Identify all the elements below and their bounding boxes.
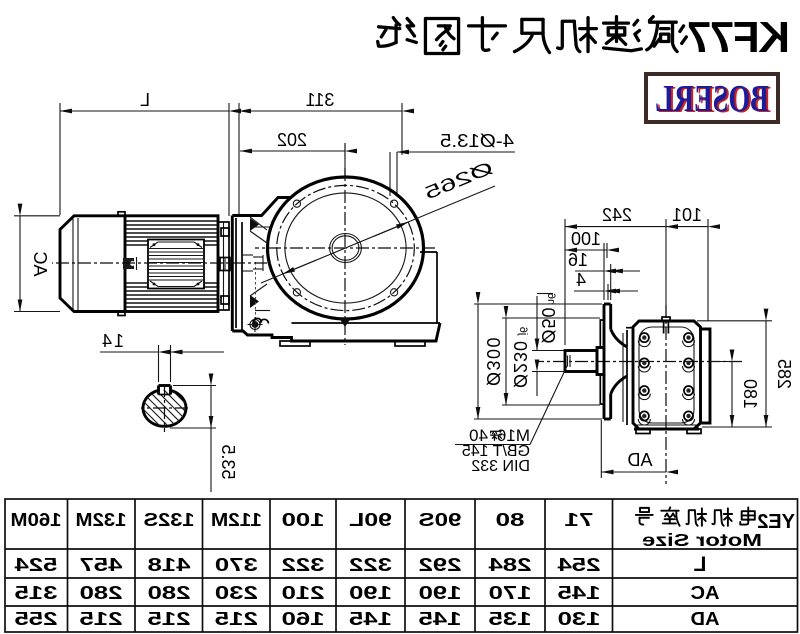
svg-text:40: 40 xyxy=(469,426,488,445)
svg-text:Ø50: Ø50 xyxy=(538,306,558,343)
svg-text:190: 190 xyxy=(349,583,392,603)
svg-text:80: 80 xyxy=(496,510,525,530)
svg-text:GB/T 145: GB/T 145 xyxy=(462,443,530,460)
svg-text:292: 292 xyxy=(419,555,462,575)
svg-text:KF77: KF77 xyxy=(688,13,790,62)
svg-text:180: 180 xyxy=(740,379,760,409)
svg-text:132M: 132M xyxy=(76,510,127,530)
svg-text:145: 145 xyxy=(419,609,462,629)
svg-text:90L: 90L xyxy=(349,510,392,530)
svg-text:j6: j6 xyxy=(517,327,529,337)
svg-text:BOSERL: BOSERL xyxy=(655,78,769,120)
svg-text:Motor Size: Motor Size xyxy=(642,530,762,550)
svg-text:AD: AD xyxy=(627,450,652,470)
svg-text:112M: 112M xyxy=(211,510,262,530)
svg-text:322: 322 xyxy=(282,555,325,575)
svg-text:M16: M16 xyxy=(497,426,530,445)
svg-text:160M: 160M xyxy=(11,510,62,530)
svg-text:160: 160 xyxy=(282,609,325,629)
svg-text:130: 130 xyxy=(558,609,601,629)
svg-text:L: L xyxy=(693,553,706,576)
svg-text:311: 311 xyxy=(306,90,335,110)
svg-text:145: 145 xyxy=(349,609,392,629)
svg-text:90S: 90S xyxy=(419,510,462,530)
svg-text:315: 315 xyxy=(15,583,58,603)
svg-text:BOSERL: BOSERL xyxy=(657,79,771,121)
svg-text:DIN 332: DIN 332 xyxy=(471,458,530,475)
svg-text:14: 14 xyxy=(100,331,124,351)
svg-text:AD: AD xyxy=(691,609,720,629)
svg-text:190: 190 xyxy=(419,583,462,603)
svg-text:280: 280 xyxy=(80,583,123,603)
svg-text:170: 170 xyxy=(489,583,532,603)
svg-text:215: 215 xyxy=(148,609,191,629)
svg-text:100: 100 xyxy=(571,229,601,249)
svg-text:71: 71 xyxy=(565,510,594,530)
svg-text:100: 100 xyxy=(282,510,325,530)
svg-text:L: L xyxy=(140,90,150,110)
svg-text:Ø300: Ø300 xyxy=(483,336,503,386)
svg-text:322: 322 xyxy=(349,555,392,575)
svg-text:16: 16 xyxy=(568,250,588,270)
svg-text:242: 242 xyxy=(602,205,632,225)
svg-text:YE2: YE2 xyxy=(757,511,795,533)
svg-text:101: 101 xyxy=(672,205,702,225)
svg-text:132S: 132S xyxy=(144,510,195,530)
svg-text:Ø230: Ø230 xyxy=(510,340,530,388)
svg-text:4: 4 xyxy=(576,270,586,290)
svg-text:53.5: 53.5 xyxy=(218,444,238,479)
svg-text:255: 255 xyxy=(15,609,58,629)
svg-text:AC: AC xyxy=(30,251,50,276)
svg-text:457: 457 xyxy=(80,555,123,575)
svg-text:AC: AC xyxy=(691,583,720,603)
svg-text:135: 135 xyxy=(489,609,532,629)
svg-text:210: 210 xyxy=(282,583,325,603)
svg-text:280: 280 xyxy=(148,583,191,603)
svg-text:285: 285 xyxy=(774,359,794,389)
svg-text:145: 145 xyxy=(558,583,601,603)
svg-text:370: 370 xyxy=(215,555,258,575)
svg-text:418: 418 xyxy=(148,555,191,575)
svg-text:202: 202 xyxy=(277,130,307,150)
svg-text:215: 215 xyxy=(215,609,258,629)
svg-text:254: 254 xyxy=(558,555,601,575)
svg-text:524: 524 xyxy=(15,555,58,575)
svg-text:h6: h6 xyxy=(545,293,557,305)
svg-text:230: 230 xyxy=(215,583,258,603)
svg-text:284: 284 xyxy=(489,555,532,575)
svg-text:215: 215 xyxy=(80,609,123,629)
svg-text:4-Ø13.5: 4-Ø13.5 xyxy=(440,131,514,151)
